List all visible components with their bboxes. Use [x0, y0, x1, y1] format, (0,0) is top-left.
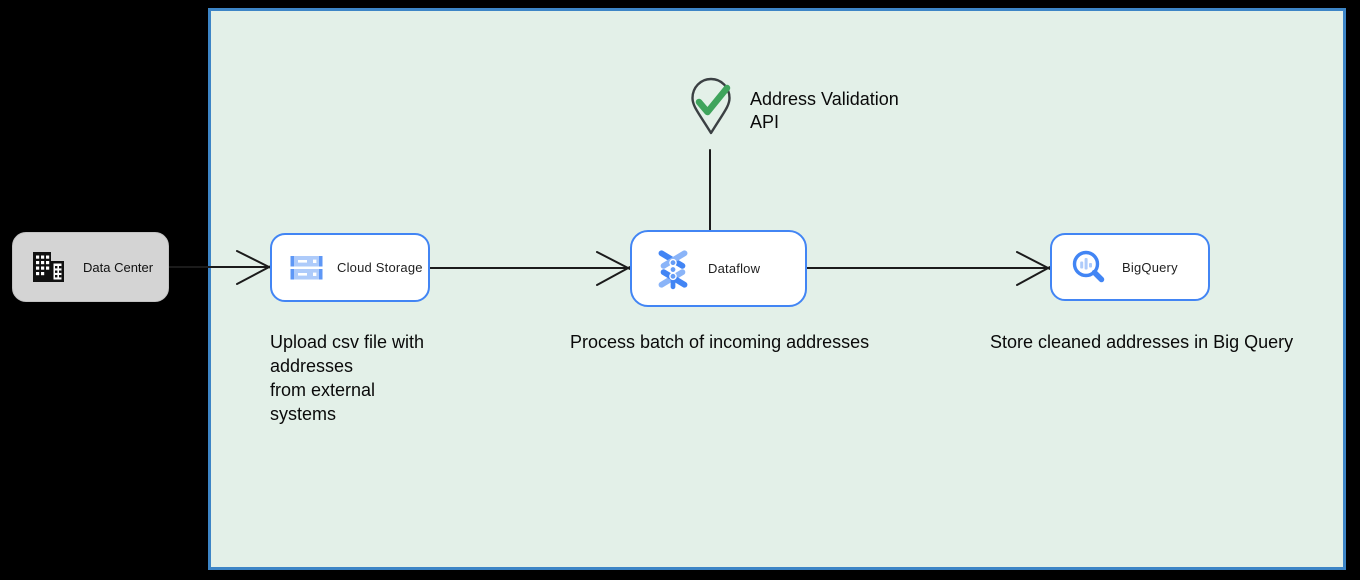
node-cloud-storage: Cloud Storage [270, 233, 430, 302]
node-data-center: Data Center [12, 232, 169, 302]
node-dataflow: Dataflow [630, 230, 807, 307]
address-validation-api-label: Address Validation API [750, 89, 899, 132]
checkmark-icon [695, 84, 731, 116]
node-label-data-center: Data Center [83, 259, 154, 275]
node-bigquery: BigQuery [1050, 233, 1210, 301]
caption-upload-csv: Upload csv file with addresses from exte… [270, 332, 425, 424]
caption-process-batch: Process batch of incoming addresses [570, 332, 870, 352]
node-label-cloud-storage: Cloud Storage [337, 260, 423, 275]
dataflow-icon [658, 249, 688, 289]
bigquery-icon [1072, 250, 1105, 283]
node-label-dataflow: Dataflow [708, 261, 761, 276]
cloud-storage-icon [290, 255, 323, 279]
building-icon [33, 252, 64, 282]
node-label-bigquery: BigQuery [1122, 259, 1178, 275]
caption-store-cleaned: Store cleaned addresses in Big Query [990, 332, 1294, 352]
address-validation-pin [686, 76, 736, 140]
